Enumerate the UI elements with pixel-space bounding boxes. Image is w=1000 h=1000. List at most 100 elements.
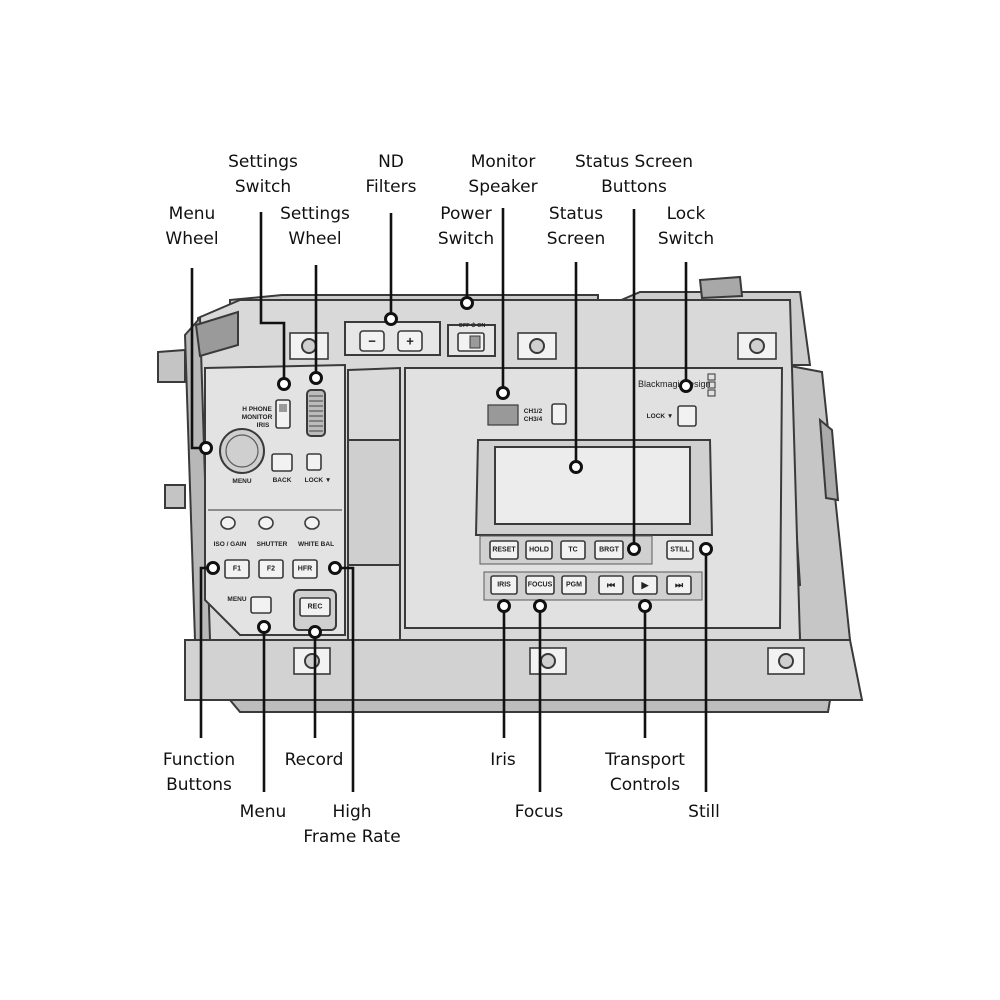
pin-high-frame-rate — [330, 563, 341, 574]
callout-nd-filters: ND Filters — [366, 150, 417, 200]
rec-label: REC — [308, 604, 323, 611]
menu-button[interactable] — [251, 597, 271, 613]
pin-iris — [499, 601, 510, 612]
menu-button-label: MENU — [227, 596, 246, 603]
callout-settings-wheel: Settings Wheel — [280, 202, 350, 252]
shutter-label: SHUTTER — [257, 541, 288, 548]
callout-power-switch: Power Switch — [438, 202, 494, 252]
callout-monitor-speaker: Monitor Speaker — [468, 150, 537, 200]
nd-minus-label: − — [368, 334, 376, 349]
screw — [302, 339, 316, 353]
left-center-block — [348, 440, 400, 565]
f1-label: F1 — [233, 566, 241, 573]
callout-line: Menu — [165, 202, 218, 227]
callout-line: Switch — [438, 227, 494, 252]
hold-label: HOLD — [529, 547, 549, 554]
lock-switch[interactable] — [678, 406, 696, 426]
pin-nd-filters — [386, 314, 397, 325]
callout-line: Filters — [366, 175, 417, 200]
focus-button-label: FOCUS — [528, 582, 553, 589]
screw — [750, 339, 764, 353]
power-switch-knob — [470, 336, 480, 348]
pin-record — [310, 627, 321, 638]
callout-still: Still — [688, 800, 720, 825]
callout-transport-controls: Transport Controls — [605, 748, 685, 798]
callout-high-frame-rate: High Frame Rate — [303, 800, 400, 850]
iris-button-label: IRIS — [497, 582, 511, 589]
callout-line: Iris — [490, 748, 516, 773]
shutter-switch[interactable] — [259, 517, 273, 529]
iso-gain-switch[interactable] — [221, 517, 235, 529]
iso-gain-label: ISO / GAIN — [214, 541, 247, 548]
status-screen — [495, 447, 690, 524]
power-off-on-label: OFF ⏻ ON — [459, 322, 486, 329]
settings-switch-knob — [279, 404, 287, 412]
callout-line: Frame Rate — [303, 825, 400, 850]
pin-power-switch — [462, 298, 473, 309]
pin-menu — [259, 622, 270, 633]
pin-settings-switch — [279, 379, 290, 390]
ch12-label: CH1/2 — [524, 408, 543, 415]
speaker-channel-switch[interactable] — [552, 404, 566, 424]
camera-base-rail — [230, 700, 830, 712]
callout-line: High — [303, 800, 400, 825]
callout-line: Settings — [228, 150, 298, 175]
monitor-speaker-grille — [488, 405, 518, 425]
callout-line: Buttons — [575, 175, 693, 200]
callout-status-screen-buttons: Status Screen Buttons — [575, 150, 693, 200]
pin-focus — [535, 601, 546, 612]
left-hook-top — [158, 350, 185, 382]
callout-line: Transport — [605, 748, 685, 773]
callout-line: Focus — [515, 800, 564, 825]
callout-line: Buttons — [163, 773, 235, 798]
callout-line: Wheel — [280, 227, 350, 252]
callout-line: Menu — [240, 800, 287, 825]
left-hook-mid — [165, 485, 185, 508]
f2-label: F2 — [267, 566, 275, 573]
callout-line: Still — [688, 800, 720, 825]
callout-lock-switch: Lock Switch — [658, 202, 714, 252]
callout-line: Lock — [658, 202, 714, 227]
callout-line: Record — [285, 748, 344, 773]
pin-lock-switch — [681, 381, 692, 392]
screw — [779, 654, 793, 668]
left-lock-switch[interactable] — [307, 454, 321, 470]
back-button[interactable] — [272, 454, 292, 471]
play-icon: ▶ — [641, 580, 650, 590]
power-switch-control: OFF ⏻ ON — [458, 322, 485, 351]
callout-line: Settings — [280, 202, 350, 227]
pin-settings-wheel — [311, 373, 322, 384]
callout-status-screen: Status Screen — [547, 202, 605, 252]
callout-line: Status — [547, 202, 605, 227]
callout-line: Switch — [228, 175, 298, 200]
callout-line: ND — [366, 150, 417, 175]
h-phone-label: H PHONE — [242, 406, 272, 413]
brand-logo-text: Blackmagicdesign — [638, 379, 711, 389]
pin-menu-wheel — [201, 443, 212, 454]
callout-line: Controls — [605, 773, 685, 798]
next-icon: ⏭ — [675, 580, 684, 590]
callout-line: Speaker — [468, 175, 537, 200]
left-lock-label: LOCK ▼ — [305, 477, 332, 484]
callout-menu-wheel: Menu Wheel — [165, 202, 218, 252]
callout-record: Record — [285, 748, 344, 773]
callout-line: Status Screen — [575, 150, 693, 175]
tc-label: TC — [568, 547, 577, 554]
white-bal-switch[interactable] — [305, 517, 319, 529]
menu-wheel[interactable] — [220, 429, 264, 473]
callout-line: Power — [438, 202, 494, 227]
lock-label: LOCK ▼ — [647, 413, 674, 420]
callout-line: Function — [163, 748, 235, 773]
pin-status-screen — [571, 462, 582, 473]
left-lower-block — [348, 565, 400, 640]
callout-iris: Iris — [490, 748, 516, 773]
callout-line: Screen — [547, 227, 605, 252]
pgm-label: PGM — [566, 582, 582, 589]
settings-wheel[interactable] — [307, 390, 325, 436]
callout-menu: Menu — [240, 800, 287, 825]
iris-small-label: IRIS — [257, 422, 270, 429]
back-label: BACK — [273, 477, 292, 484]
white-bal-label: WHITE BAL — [298, 541, 334, 548]
still-label: STILL — [670, 547, 690, 554]
